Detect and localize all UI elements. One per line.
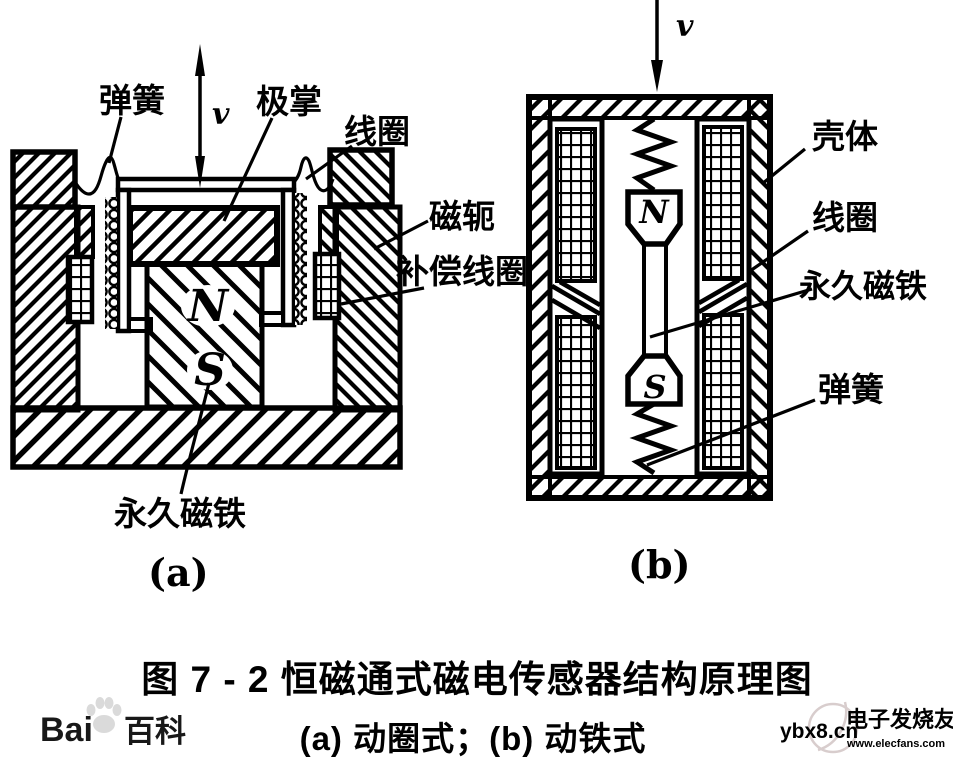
compensation-coil-left <box>65 254 95 325</box>
magnet-south-head <box>625 353 683 407</box>
compensation-coil-right <box>312 251 342 321</box>
leader-permanent-magnet-b <box>649 287 813 339</box>
leader-compensation-coil <box>340 286 425 306</box>
coil-former-right-leg <box>280 187 297 328</box>
baidu-paw-icon <box>86 697 122 733</box>
figure-subcaption: (a) 动圈式；(b) 动铁式 <box>300 720 647 757</box>
leader-coil-b <box>749 229 809 273</box>
sublabel-b: (b) <box>628 542 691 587</box>
yoke-left-step <box>74 205 95 259</box>
pole-piece <box>127 205 280 267</box>
elecfans-watermark: ybx8.cn 电子发烧友 www.elecfans.com <box>780 701 953 754</box>
leader-yoke <box>373 219 429 251</box>
yoke-right-wall <box>332 204 403 413</box>
top-left-block <box>10 149 78 210</box>
pole-s-bg <box>187 350 233 390</box>
baidu-watermark: Bai 百科 <box>40 697 186 749</box>
leader-permanent-magnet-a <box>179 382 211 495</box>
leader-spring-b <box>646 398 816 467</box>
spring-left-a <box>73 155 125 196</box>
yoke-right-step <box>318 205 339 257</box>
label-compensation-coil: 补偿线圈 <box>396 253 528 290</box>
magnet-a-north: N <box>186 281 230 332</box>
leader-housing <box>760 147 807 186</box>
elecfans-url: www.elecfans.com <box>846 738 945 750</box>
leader-spring-a <box>107 116 123 164</box>
housing-left <box>527 95 552 500</box>
velocity-label-b: v <box>676 9 694 44</box>
ybx8-watermark: ybx8.cn <box>780 720 858 743</box>
elecfans-logo-icon <box>807 702 859 754</box>
elecfans-logo-swoosh <box>817 701 848 752</box>
figure-caption: 图 7 - 2 恒磁通式磁电传感器结构原理图 <box>141 659 813 700</box>
label-housing: 壳体 <box>812 118 878 155</box>
magnet-north-head <box>625 189 683 247</box>
magnet-b-south: S <box>643 368 666 406</box>
spring-top-b <box>629 116 679 193</box>
label-coil-b: 线圈 <box>812 199 878 236</box>
leader-coil-a <box>305 144 353 181</box>
leader-pole-piece <box>222 117 274 222</box>
housing-right <box>747 95 772 500</box>
pole-n-bg <box>181 285 235 327</box>
magnet-a-south: S <box>194 345 226 396</box>
label-pole-piece: 极掌 <box>256 83 322 120</box>
top-right-block <box>327 147 395 208</box>
diagram-a: N S v 弹簧 极掌 线圈 磁轭 补偿线圈 永久磁铁 (a) <box>10 44 528 595</box>
yoke-base <box>10 405 403 470</box>
elecfans-name: 电子发烧友 <box>846 707 953 732</box>
coil-assembly-left <box>547 116 605 477</box>
coil-windings-right <box>295 193 307 325</box>
coil-former-top <box>115 176 297 193</box>
label-permanent-magnet-a: 永久磁铁 <box>114 495 246 532</box>
magnet-b-north: N <box>638 193 670 231</box>
label-yoke: 磁轭 <box>429 198 495 235</box>
label-permanent-magnet-b: 永久磁铁 <box>799 268 927 304</box>
magnet-b: N S <box>625 189 683 407</box>
housing-top <box>527 95 772 120</box>
velocity-label-a: v <box>212 97 230 132</box>
baidu-watermark-text: Bai <box>40 711 93 749</box>
housing-outline <box>526 94 773 501</box>
coil-assembly-right <box>694 116 752 477</box>
label-spring-a: 弹簧 <box>99 82 165 119</box>
sublabel-a: (a) <box>148 550 209 595</box>
velocity-arrow-a <box>195 44 205 188</box>
baidu-watermark-suffix: 百科 <box>124 714 186 749</box>
velocity-arrow-b <box>651 0 663 92</box>
spring-bottom-b <box>629 401 679 476</box>
magnet-rod <box>642 238 668 362</box>
label-coil-a: 线圈 <box>344 113 410 150</box>
label-spring-b: 弹簧 <box>818 371 884 408</box>
diagram-b: N S v 壳体 线圈 永久磁铁 弹簧 (b) <box>526 0 927 587</box>
spring-right-a <box>289 156 335 193</box>
housing-bottom <box>527 475 772 500</box>
coil-windings-left <box>105 197 117 329</box>
